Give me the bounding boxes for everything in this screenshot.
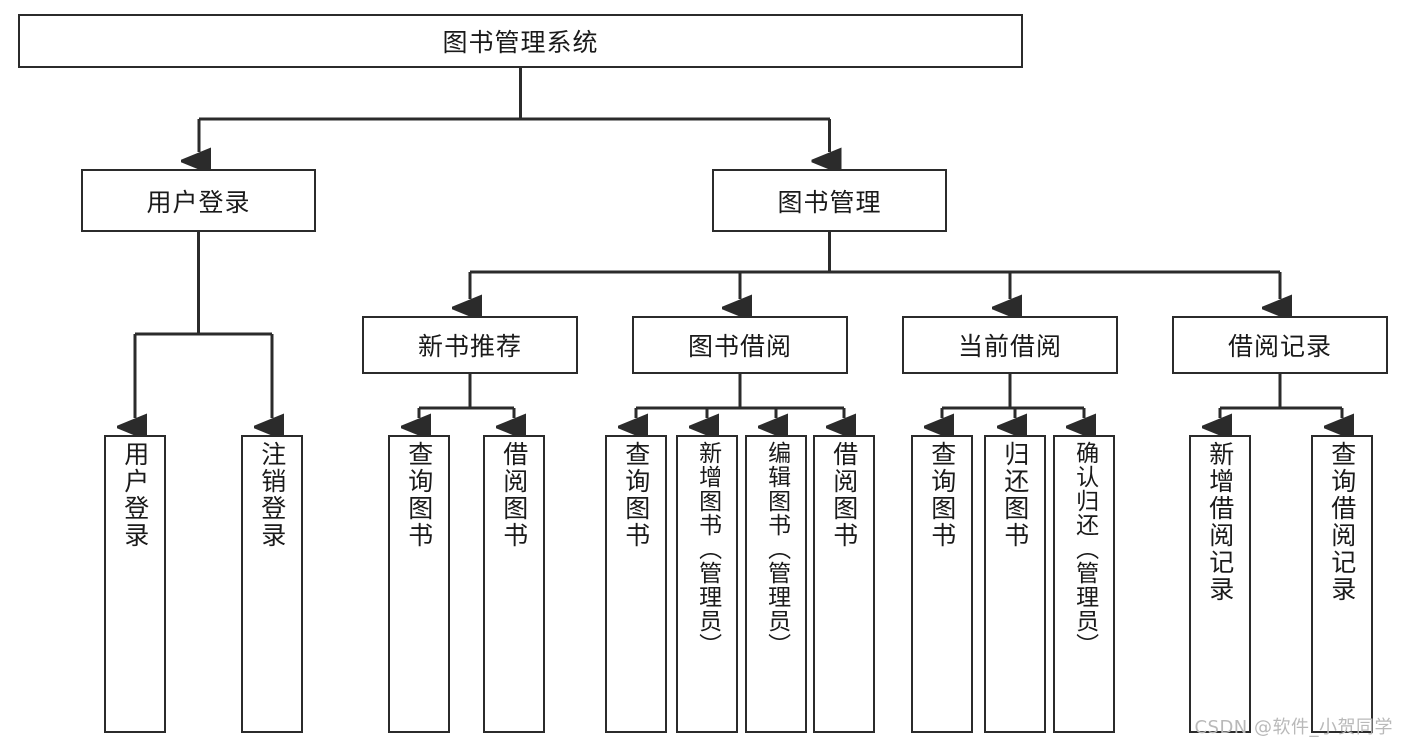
node-book-management[interactable]: 图书管理 — [712, 169, 947, 232]
leaf-query-borrow-record[interactable]: 查询借阅记录 — [1311, 435, 1373, 733]
leaf-edit-book-admin[interactable]: 编辑图书（管理员） — [745, 435, 807, 733]
node-root[interactable]: 图书管理系统 — [18, 14, 1023, 68]
leaf-query-book-recommend-label: 查询图书 — [404, 441, 434, 549]
leaf-query-book-current[interactable]: 查询图书 — [911, 435, 973, 733]
node-new-book-recommend[interactable]: 新书推荐 — [362, 316, 578, 374]
leaf-query-book-borrow[interactable]: 查询图书 — [605, 435, 667, 733]
node-new-book-recommend-label: 新书推荐 — [417, 332, 522, 361]
watermark: CSDN @软件_小贺同学 — [1194, 717, 1393, 738]
leaf-borrow-book-recommend[interactable]: 借阅图书 — [483, 435, 545, 733]
node-borrow-record-label: 借阅记录 — [1227, 332, 1332, 361]
node-current-borrow[interactable]: 当前借阅 — [902, 316, 1118, 374]
leaf-query-book-recommend[interactable]: 查询图书 — [388, 435, 450, 733]
node-user-login[interactable]: 用户登录 — [81, 169, 316, 232]
node-book-borrow[interactable]: 图书借阅 — [632, 316, 848, 374]
leaf-user-logout[interactable]: 注销登录 — [241, 435, 303, 733]
leaf-borrow-book-label: 借阅图书 — [829, 441, 859, 549]
leaf-return-book-label: 归还图书 — [1000, 441, 1030, 549]
leaf-user-login-label: 用户登录 — [120, 441, 150, 549]
node-book-borrow-label: 图书借阅 — [687, 332, 792, 361]
leaf-return-book[interactable]: 归还图书 — [984, 435, 1046, 733]
leaf-borrow-book-recommend-label: 借阅图书 — [499, 441, 529, 549]
leaf-query-book-borrow-label: 查询图书 — [621, 441, 651, 549]
leaf-query-borrow-record-label: 查询借阅记录 — [1327, 441, 1357, 603]
node-book-management-label: 图书管理 — [777, 187, 882, 217]
leaf-edit-book-admin-label: 编辑图书（管理员） — [763, 441, 790, 657]
node-borrow-record[interactable]: 借阅记录 — [1172, 316, 1388, 374]
leaf-confirm-return-admin[interactable]: 确认归还（管理员） — [1053, 435, 1115, 733]
node-root-label: 图书管理系统 — [442, 28, 599, 57]
leaf-confirm-return-admin-label: 确认归还（管理员） — [1071, 441, 1098, 657]
leaf-add-borrow-record[interactable]: 新增借阅记录 — [1189, 435, 1251, 733]
node-user-login-label: 用户登录 — [146, 187, 251, 217]
leaf-user-logout-label: 注销登录 — [257, 441, 287, 549]
leaf-query-book-current-label: 查询图书 — [927, 441, 957, 549]
leaf-add-borrow-record-label: 新增借阅记录 — [1205, 441, 1235, 603]
leaf-user-login[interactable]: 用户登录 — [104, 435, 166, 733]
leaf-borrow-book[interactable]: 借阅图书 — [813, 435, 875, 733]
node-current-borrow-label: 当前借阅 — [957, 332, 1062, 361]
leaf-add-book-admin-label: 新增图书（管理员） — [694, 441, 721, 657]
leaf-add-book-admin[interactable]: 新增图书（管理员） — [676, 435, 738, 733]
